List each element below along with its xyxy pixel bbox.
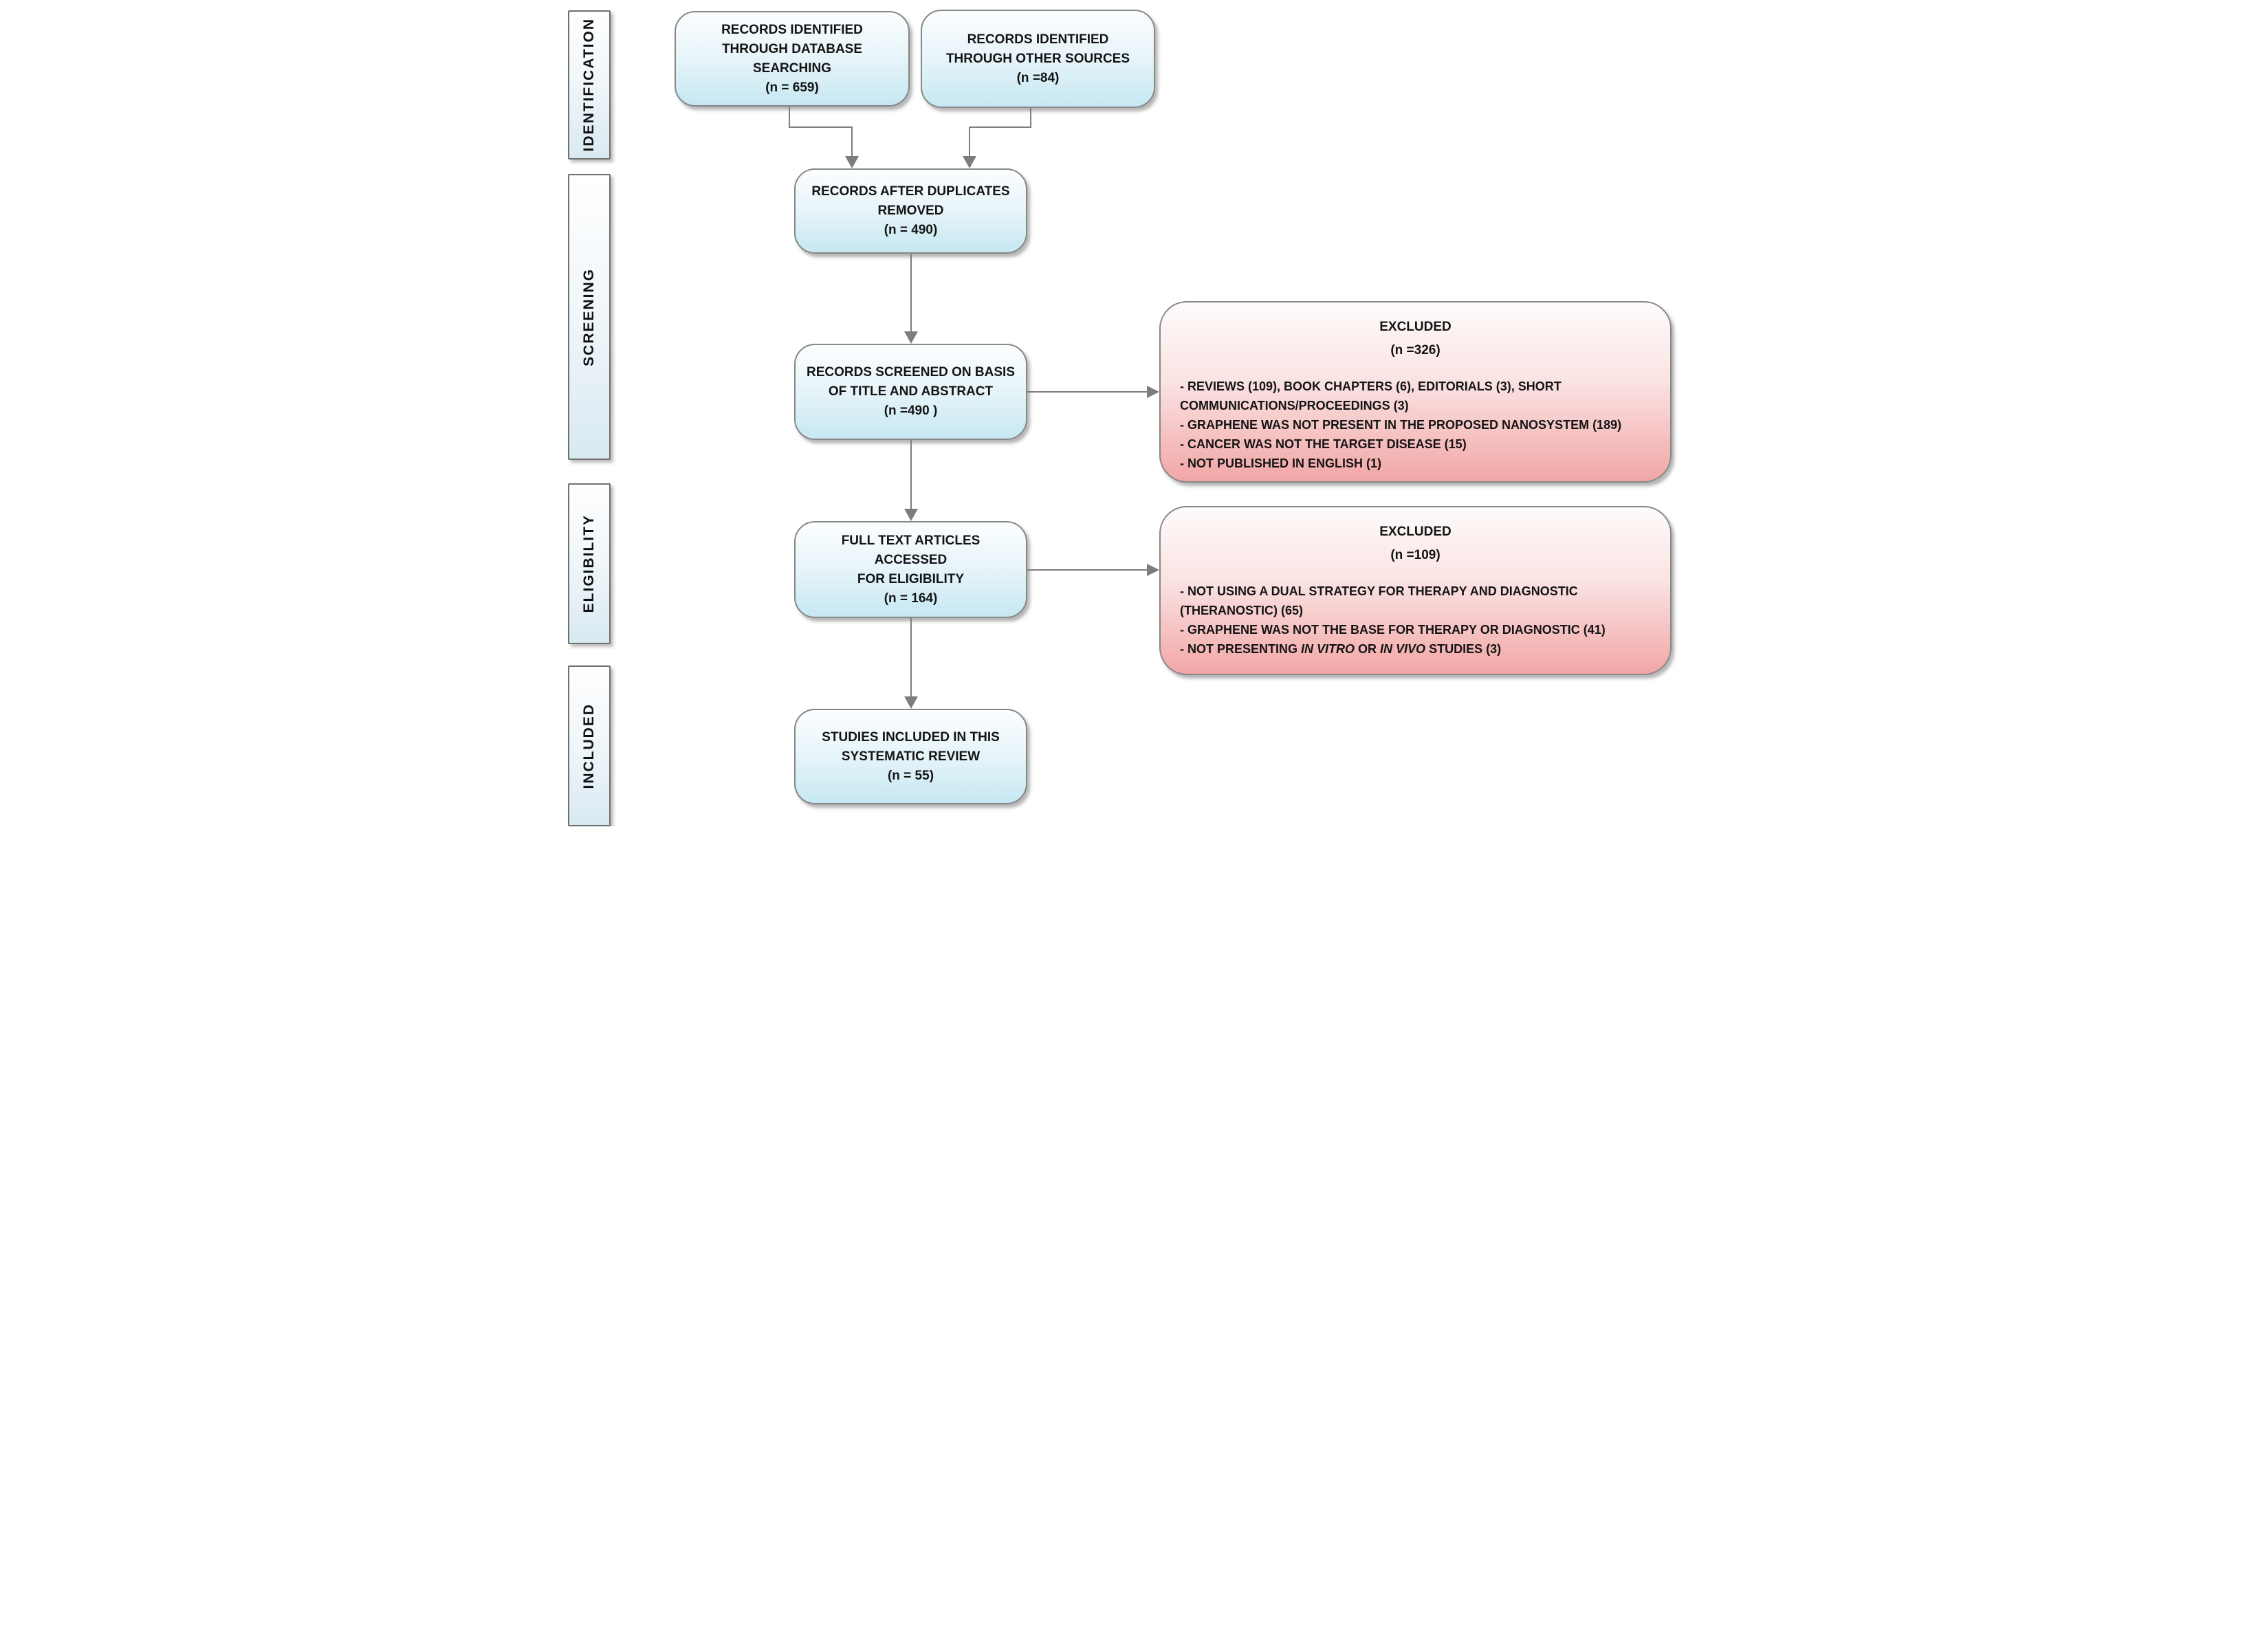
text-line: - NOT PUBLISHED IN ENGLISH (1)	[1180, 456, 1382, 470]
reason-text: - NOT PRESENTING	[1180, 642, 1302, 656]
text-line: THROUGH DATABASE	[721, 41, 863, 56]
stage-label-eligibility: ELIGIBILITY	[581, 514, 597, 613]
flow-box-other-sources: RECORDS IDENTIFIED THROUGH OTHER SOURCES (…	[921, 10, 1155, 108]
stage-label-included: INCLUDED	[581, 703, 597, 789]
arrow-db-to-duplicates-line	[851, 126, 853, 158]
arrow-other-to-duplicates-line	[969, 126, 1031, 128]
arrow-duplicates-to-screened-line	[910, 254, 912, 333]
stage-bar-included: INCLUDED	[568, 665, 611, 826]
excluded-reason: - GRAPHENE WAS NOT THE BASE FOR THERAPY …	[1180, 623, 1606, 637]
arrow-screened-to-excluded-head	[1147, 386, 1159, 398]
text-line: (n =84)	[1016, 70, 1060, 85]
text-line: SYSTEMATIC REVIEW	[841, 749, 981, 764]
excluded-eligibility-title: EXCLUDED	[1379, 525, 1452, 539]
excluded-reason-in-vitro-vivo: - NOT PRESENTING IN VITRO OR IN VIVO STU…	[1180, 639, 1651, 659]
arrow-fulltext-to-included-line	[910, 618, 912, 698]
arrow-other-to-duplicates-line	[969, 126, 970, 158]
flow-box-duplicates-removed: RECORDS AFTER DUPLICATES REMOVED (n = 490)	[794, 168, 1027, 254]
flow-box-records-screened: RECORDS SCREENED ON BASIS OF TITLE AND AB…	[794, 344, 1027, 440]
text-line: REMOVED	[877, 203, 944, 218]
arrow-screened-to-fulltext-head	[904, 509, 918, 521]
excluded-eligibility-count: (n =109)	[1390, 548, 1441, 562]
reason-text: OR	[1355, 642, 1381, 656]
arrow-other-to-duplicates-line	[1030, 108, 1031, 128]
text-line: (n = 490)	[884, 223, 938, 237]
excluded-reason: - NOT USING A DUAL STRATEGY FOR THERAPY …	[1180, 584, 1578, 617]
arrow-fulltext-to-included-head	[904, 696, 918, 709]
text-line: (n =490 )	[884, 404, 938, 418]
text-line: RECORDS IDENTIFIED	[967, 32, 1109, 47]
text-line: FOR ELIGIBILITY	[857, 571, 965, 586]
stage-bar-identification: IDENTIFICATION	[568, 10, 611, 159]
text-line: (n = 659)	[765, 80, 819, 95]
stage-label-identification: IDENTIFICATION	[581, 18, 597, 152]
excluded-screening-reasons: - REVIEWS (109), BOOK CHAPTERS (6), EDIT…	[1180, 377, 1651, 473]
flow-box-studies-included: STUDIES INCLUDED IN THIS SYSTEMATIC REVIE…	[794, 709, 1027, 804]
text-line: - GRAPHENE WAS NOT PRESENT IN THE PROPOS…	[1180, 418, 1622, 432]
arrow-screened-to-excluded-line	[1027, 391, 1148, 393]
reason-italic-in-vitro: IN VITRO	[1301, 642, 1355, 656]
text-line: STUDIES INCLUDED IN THIS	[822, 729, 1000, 745]
arrow-db-to-duplicates-line	[789, 107, 790, 128]
arrow-db-to-duplicates-line	[789, 126, 853, 128]
stage-label-screening: SCREENING	[581, 267, 597, 366]
arrow-fulltext-to-excluded-line	[1027, 569, 1148, 571]
text-line: - REVIEWS (109), BOOK CHAPTERS (6), EDIT…	[1180, 379, 1562, 412]
stage-bar-eligibility: ELIGIBILITY	[568, 483, 611, 644]
arrow-other-to-duplicates-head	[963, 156, 976, 168]
text-line: - CANCER WAS NOT THE TARGET DISEASE (15)	[1180, 437, 1467, 451]
text-line: RECORDS AFTER DUPLICATES	[811, 184, 1010, 199]
reason-text: STUDIES (3)	[1425, 642, 1502, 656]
text-line: RECORDS IDENTIFIED	[721, 22, 863, 37]
arrow-duplicates-to-screened-head	[904, 331, 918, 344]
text-line: (n = 55)	[887, 768, 934, 783]
excluded-box-screening: EXCLUDED (n =326) - REVIEWS (109), BOOK …	[1159, 301, 1672, 483]
excluded-box-eligibility: EXCLUDED (n =109) - NOT USING A DUAL STR…	[1159, 506, 1672, 675]
flow-box-database-search: RECORDS IDENTIFIED THROUGH DATABASE SEARCH…	[675, 11, 910, 107]
text-line: OF TITLE AND ABSTRACT	[828, 384, 994, 399]
excluded-screening-count: (n =326)	[1390, 343, 1441, 357]
arrow-db-to-duplicates-head	[845, 156, 859, 168]
excluded-screening-title: EXCLUDED	[1379, 320, 1452, 334]
text-line: FULL TEXT ARTICLES ACCESSED	[841, 533, 981, 567]
text-line: (n = 164)	[884, 591, 938, 606]
stage-bar-screening: SCREENING	[568, 174, 611, 460]
flow-box-full-text-eligibility: FULL TEXT ARTICLES ACCESSED FOR ELIGIBILI…	[794, 521, 1027, 618]
arrow-fulltext-to-excluded-head	[1147, 564, 1159, 576]
reason-italic-in-vivo: IN VIVO	[1380, 642, 1426, 656]
prisma-flow-diagram: IDENTIFICATION SCREENING ELIGIBILITY INC…	[561, 0, 1684, 826]
arrow-screened-to-fulltext-line	[910, 440, 912, 511]
text-line: SEARCHING	[752, 60, 831, 76]
excluded-eligibility-reasons: - NOT USING A DUAL STRATEGY FOR THERAPY …	[1180, 582, 1651, 659]
text-line: THROUGH OTHER SOURCES	[945, 51, 1130, 66]
text-line: RECORDS SCREENED ON BASIS	[807, 365, 1015, 379]
